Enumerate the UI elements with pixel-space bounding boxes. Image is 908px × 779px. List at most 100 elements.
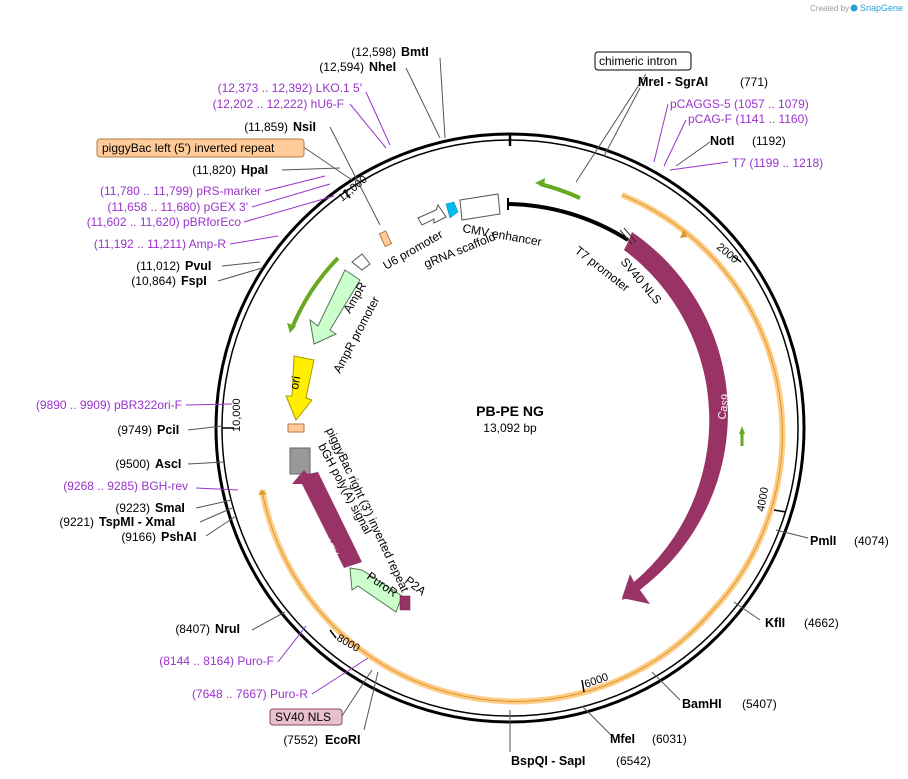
primer-puror: (7648 .. 7667) Puro-R	[192, 687, 308, 701]
tick-2000	[732, 255, 742, 263]
piggybac-left-label: piggyBac left (5') inverted repeat	[102, 141, 275, 155]
site-pos-pshai: (9166)	[121, 530, 156, 544]
cas9-arrow-body	[622, 234, 721, 604]
site-pos-bamhi: (5407)	[742, 697, 777, 711]
green-arrowhead-right	[739, 426, 745, 434]
site-pos-noti: (1192)	[752, 134, 786, 148]
site-pos-asci: (9500)	[115, 457, 150, 471]
sv40-nls-label: SV40 NLS	[275, 710, 331, 724]
site-name-pcii: PciI	[157, 423, 179, 437]
site-pos-nhei: (12,594)	[319, 60, 364, 74]
green-arrow-top	[539, 182, 581, 200]
leader-pmli	[775, 529, 809, 539]
site-name-nsii: NsiI	[293, 120, 316, 134]
primer-leader-puror	[311, 657, 369, 695]
site-name-mrei: MreI - SgrAI	[638, 75, 708, 89]
site-pos-smai: (9223)	[115, 501, 150, 515]
site-pos-mrei: (771)	[740, 75, 768, 89]
leader-bamhi	[651, 671, 681, 701]
site-name-pshai: PshAI	[161, 530, 196, 544]
grna-scaffold-arrow	[445, 201, 459, 219]
leader-pvui	[221, 261, 261, 267]
site-pos-nsii: (11,859)	[244, 120, 288, 134]
tick-12000	[343, 189, 351, 199]
site-pos-bmti: (12,598)	[351, 45, 396, 59]
primer-ampr: (11,192 .. 11,211) Amp-R	[94, 237, 226, 251]
site-name-asci: AscI	[155, 457, 181, 471]
plasmid-name: PB-PE NG	[476, 403, 544, 419]
leader-nhei	[405, 67, 441, 139]
site-pos-nrui: (8407)	[175, 622, 210, 636]
site-pos-pcii: (9749)	[117, 423, 152, 437]
t7-tick	[623, 227, 637, 243]
green-arrowhead-top	[535, 178, 545, 187]
site-name-ecori: EcoRI	[325, 733, 360, 747]
tick-label-10000: 10,000	[231, 398, 243, 432]
leader-piggybac-left	[301, 145, 353, 181]
ori-arrow	[285, 355, 315, 421]
site-name-nrui: NruI	[215, 622, 240, 636]
leader-asci	[187, 461, 225, 465]
primer-pcaggs: pCAGGS-5 (1057 .. 1079)	[670, 97, 809, 111]
u6-promoter-arrow	[417, 203, 447, 226]
leader-mfei	[581, 705, 613, 737]
leader-smai	[195, 499, 233, 509]
site-name-pmli: PmlI	[810, 534, 836, 548]
leader-pcii	[187, 425, 223, 431]
snapgene-logo-icon	[850, 4, 858, 12]
credit-prefix: Created by	[810, 4, 849, 13]
pbright-box	[287, 423, 305, 433]
primer-purof: (8144 .. 8164) Puro-F	[159, 654, 274, 668]
site-name-bspqi: BspQI - SapI	[511, 754, 585, 768]
site-name-tspmi: TspMI - XmaI	[99, 515, 175, 529]
orange-arrowhead-right	[680, 229, 687, 238]
tick-label-8000: 8000	[335, 632, 362, 655]
orange-arc-right-core	[621, 194, 783, 612]
leader-bmti	[439, 57, 446, 139]
leader-ecori	[363, 671, 379, 731]
cas9-label: Cas9	[716, 393, 732, 420]
sv40-nls-box: SV40 NLS	[269, 708, 343, 726]
site-name-noti: NotI	[710, 134, 734, 148]
primer-leader-lko1	[365, 91, 391, 146]
leader-kfli	[733, 601, 761, 621]
leader-fspi	[217, 267, 263, 282]
piggybac-left-box: piggyBac left (5') inverted repeat	[96, 138, 305, 158]
site-pos-mfei: (6031)	[652, 732, 687, 746]
ampr-promoter-arrow	[351, 253, 371, 271]
dtk-arrow	[298, 472, 362, 568]
primer-t7: T7 (1199 .. 1218)	[732, 156, 823, 170]
primer-pcagf: pCAG-F (1141 .. 1160)	[688, 112, 808, 126]
site-name-bamhi: BamHI	[682, 697, 722, 711]
site-name-kfli: KflI	[765, 616, 785, 630]
site-name-hpai: HpaI	[241, 163, 268, 177]
primer-bghrev: (9268 .. 9285) BGH-rev	[63, 479, 188, 493]
dtk-arrowhead	[292, 470, 316, 484]
primer-leader-t7	[669, 161, 729, 171]
leader-tspmi	[199, 507, 233, 523]
leader-mrei	[603, 87, 641, 157]
site-pos-fspi: (10,864)	[131, 274, 176, 288]
green-arrow-ampr	[290, 256, 340, 329]
orange-arc-left-core	[261, 489, 713, 702]
primer-leader-pcaggs	[653, 103, 669, 163]
primer-leader-pbrfor	[243, 195, 335, 223]
chimeric-intron-label: chimeric intron	[599, 54, 677, 68]
green-arrowhead-ampr	[287, 323, 296, 333]
site-pos-pvui: (11,012)	[136, 259, 180, 273]
site-name-pvui: PvuI	[185, 259, 211, 273]
ori-label: ori	[287, 375, 303, 391]
orange-arrowhead-left	[258, 490, 267, 495]
p2a-box	[399, 595, 411, 611]
tick-4000	[773, 509, 787, 513]
primer-leaders	[185, 91, 729, 695]
leader-pshai	[205, 515, 237, 537]
primer-lko1: (12,373 .. 12,392) LKO.1 5'	[218, 81, 362, 95]
u6-promoter-box	[378, 230, 393, 248]
chimeric-intron-box: chimeric intron	[594, 51, 692, 71]
leader-lines	[187, 57, 809, 752]
primer-leader-ampr	[229, 235, 279, 245]
site-pos-bspqi: (6542)	[616, 754, 651, 768]
primer-leader-prs	[264, 175, 326, 192]
